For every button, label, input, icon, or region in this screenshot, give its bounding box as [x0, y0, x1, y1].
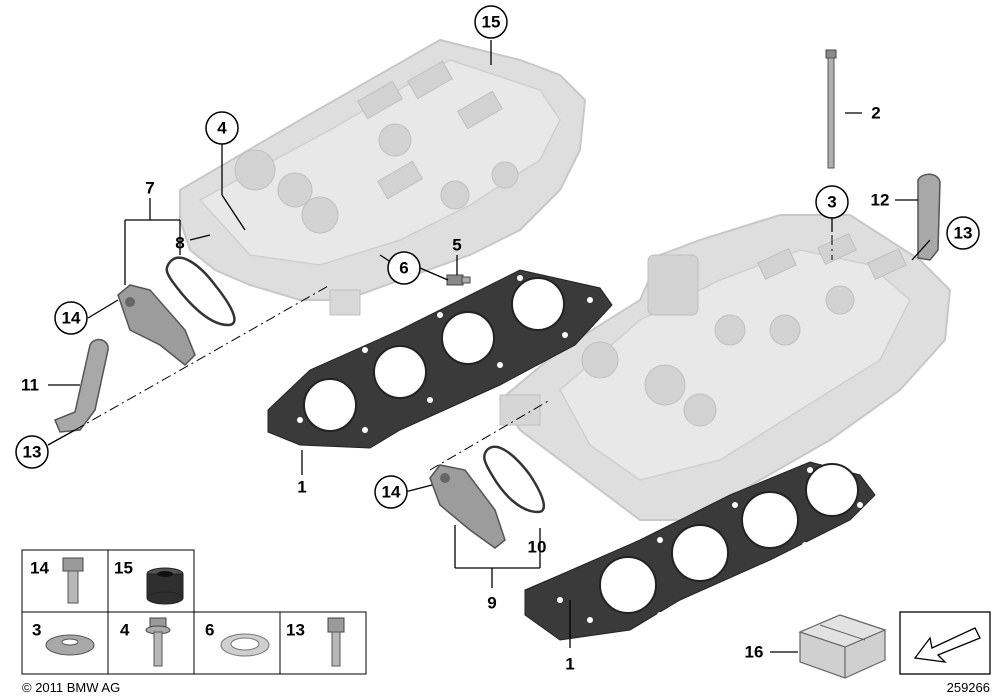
callout-13-left: 13 [23, 443, 42, 462]
callout-3: 3 [827, 193, 836, 212]
diagram-number: 259266 [947, 680, 990, 695]
repair-kit-box [798, 614, 887, 679]
cylinder-head-bolt [825, 49, 837, 169]
callout-circle-14-left [54, 301, 88, 335]
fastener-legend-table: 14 15 3 4 6 13 [21, 549, 367, 675]
copyright-text: © 2011 BMW AG [22, 680, 120, 695]
head-gasket-lower [524, 461, 876, 641]
callout-circle-14-right [374, 475, 408, 509]
callout-14-right: 14 [382, 483, 401, 502]
callout-circle-15 [474, 5, 508, 39]
callout-12: 12 [871, 191, 890, 210]
leader-lines [47, 40, 931, 653]
callout-10: 10 [528, 538, 547, 557]
callout-11: 11 [21, 376, 39, 395]
sealing-ring-icon [220, 633, 270, 657]
cylinder-head-right [498, 214, 952, 521]
callout-9: 9 [487, 594, 496, 613]
centerlines [74, 195, 833, 471]
timing-cover-plate-right [429, 464, 506, 549]
callout-14-left: 14 [62, 309, 81, 328]
callout-16: 16 [745, 643, 764, 662]
callout-circle-13-right [946, 216, 980, 250]
rubber-grommet-icon [146, 567, 184, 605]
callout-13-right: 13 [954, 224, 973, 243]
callout-4: 4 [217, 119, 227, 138]
washer-icon-3 [45, 634, 95, 656]
legend-label-6: 6 [205, 621, 214, 640]
callout-circles [15, 5, 980, 509]
orientation-arrow-box [899, 611, 991, 675]
legend-label-13: 13 [286, 621, 305, 640]
callout-6: 6 [399, 259, 408, 278]
callout-circle-6 [387, 251, 421, 285]
legend-cell-13 [279, 611, 367, 675]
cylinder-head-left [179, 38, 587, 316]
direction-arrow-icon [913, 627, 981, 663]
legend-label-15: 15 [114, 559, 133, 578]
callout-1-right: 1 [565, 655, 574, 674]
head-gasket-upper [267, 269, 613, 449]
callout-1-left: 1 [297, 478, 306, 497]
flange-bolt-icon [145, 617, 171, 667]
callout-circle-13-left [15, 435, 49, 469]
socket-bolt-icon [327, 617, 345, 667]
seal-ring-right [483, 445, 546, 514]
lifting-bracket-left [54, 338, 109, 433]
callout-5: 5 [452, 236, 461, 255]
timing-cover-plate-left [117, 284, 196, 367]
callout-circle-4 [205, 111, 239, 145]
hex-bolt-icon [62, 557, 84, 604]
callout-8: 8 [175, 234, 184, 253]
seal-ring-left [165, 256, 236, 327]
callout-circle-3 [815, 185, 849, 219]
legend-label-14: 14 [30, 559, 49, 578]
legend-label-4: 4 [120, 621, 130, 640]
callout-2: 2 [871, 104, 880, 123]
callout-7: 7 [145, 179, 154, 198]
lifting-bracket-right [917, 173, 941, 261]
callout-15: 15 [482, 13, 501, 32]
sensor-plug [446, 274, 471, 286]
legend-label-3: 3 [32, 621, 41, 640]
